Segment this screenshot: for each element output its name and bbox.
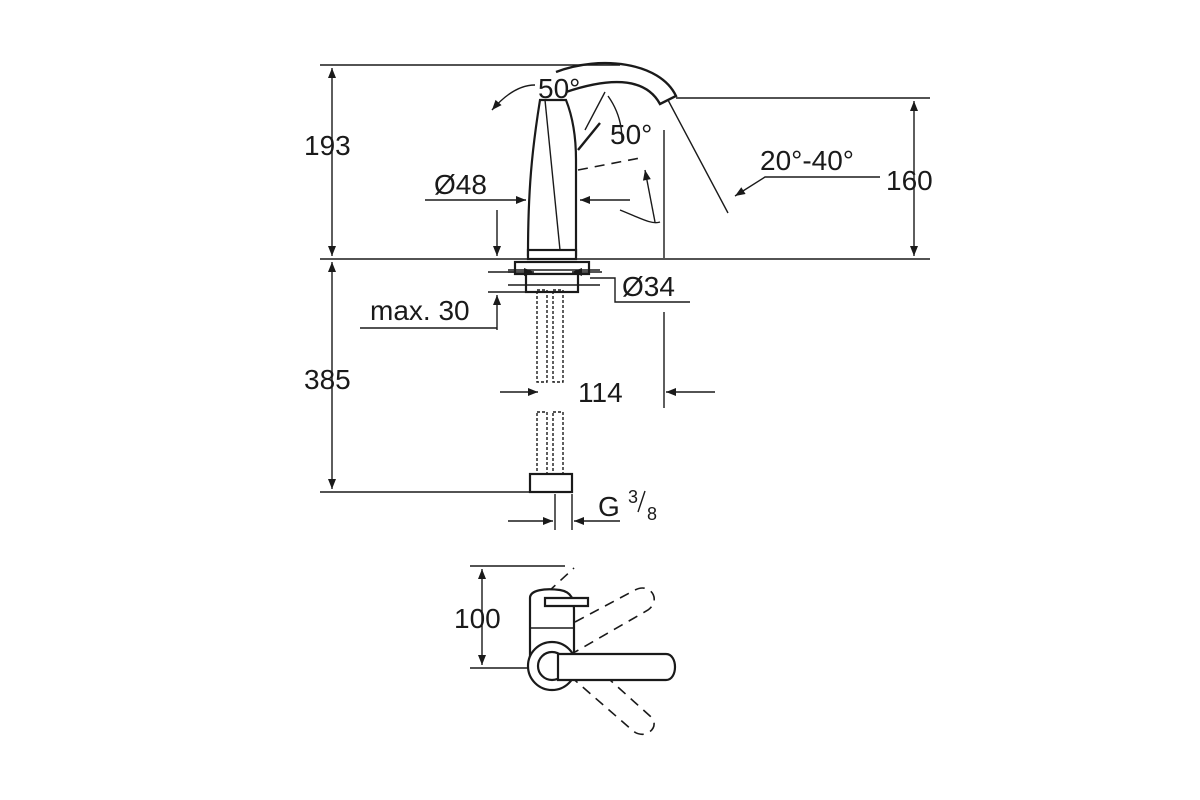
spout-angle-leader (734, 176, 880, 197)
dim-label-max30: max. 30 (370, 295, 470, 326)
dim-label-100: 100 (454, 603, 501, 634)
dim-label-34: Ø34 (622, 271, 675, 302)
dim-leader-34 (590, 277, 690, 303)
dim-label-spout-angle: 20°-40° (760, 145, 854, 176)
side-view: 193 385 50° 50° Ø48 max. 30 (304, 62, 933, 530)
dim-label-193: 193 (304, 130, 351, 161)
body-seam (544, 99, 561, 251)
rotation-ref (642, 169, 656, 223)
angle-label-side: 50° (610, 119, 652, 150)
faucet-body (526, 98, 578, 257)
top-view: 100 (454, 565, 677, 736)
lever-dashed-right-upper (559, 587, 655, 653)
dim-label-385: 385 (304, 364, 351, 395)
thread-label-num: 3 (628, 487, 638, 507)
lever-arc-front (491, 84, 536, 111)
top-view-handle-lever (556, 652, 677, 682)
lever-arc-side (607, 95, 623, 141)
lever-handle-tilted (577, 157, 641, 171)
mount-nut (524, 272, 580, 294)
rotation-arc (619, 209, 661, 224)
lever-handle (577, 122, 601, 151)
spout-angle-line (667, 99, 729, 214)
body-base-ring (526, 248, 578, 261)
thread-label-den: 8 (647, 504, 657, 524)
spout (555, 62, 678, 106)
top-view-lever-small (543, 596, 590, 608)
supply-hoses (528, 289, 574, 494)
lever-dashed-down (569, 661, 655, 736)
dim-label-114: 114 (578, 377, 623, 408)
angle-label-front: 50° (538, 73, 580, 104)
thread-fraction-slash (637, 490, 646, 513)
dim-label-48: Ø48 (434, 169, 487, 200)
dim-label-160: 160 (886, 165, 933, 196)
lever-ref-line (584, 91, 606, 131)
lever-dashed-up (547, 567, 575, 593)
thread-label-g: G (598, 491, 620, 522)
